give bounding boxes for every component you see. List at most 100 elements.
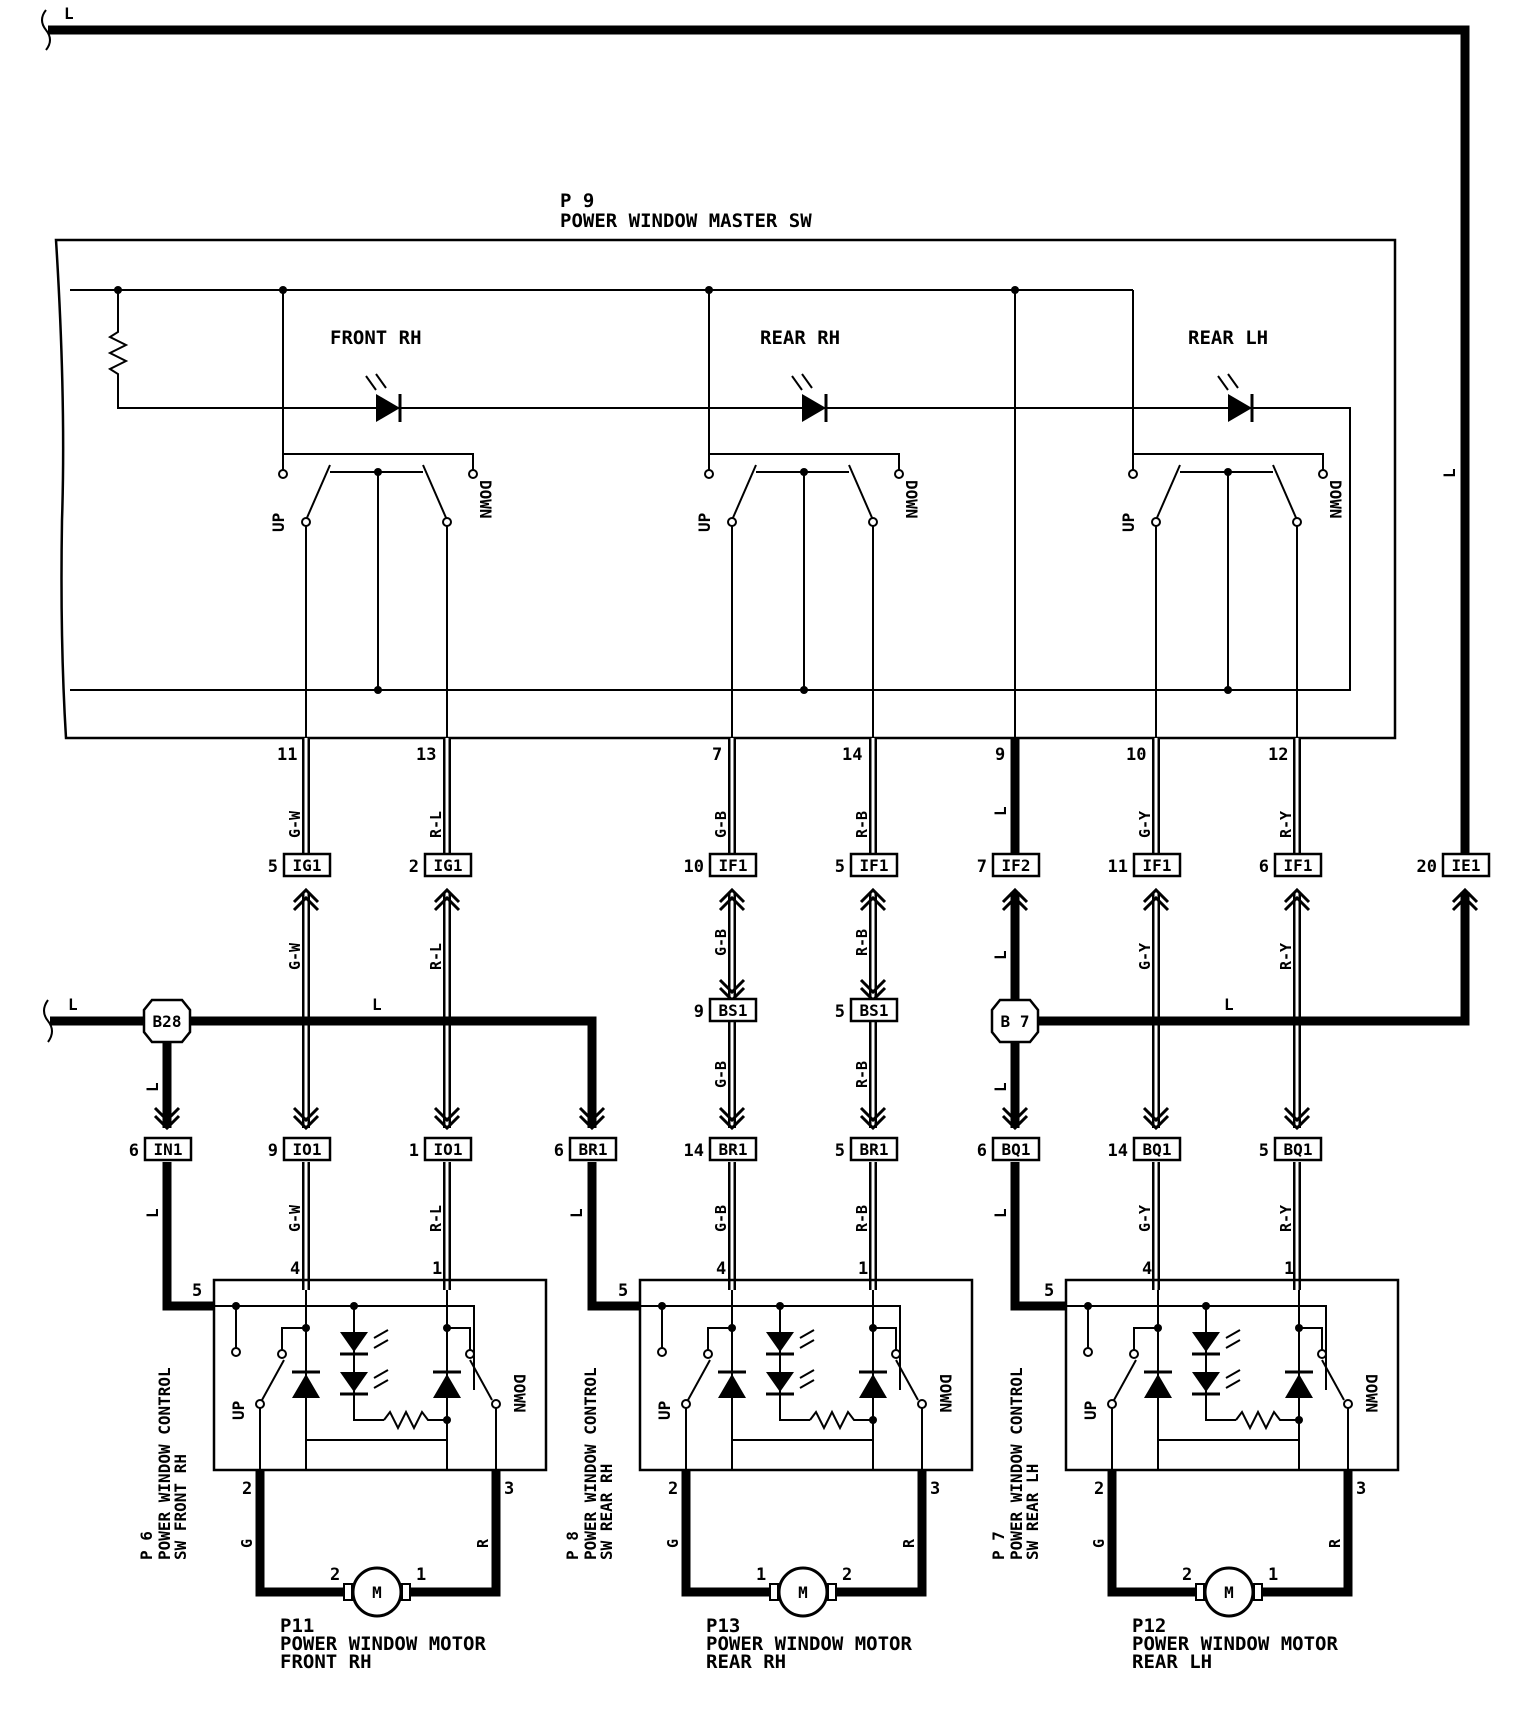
- svg-text:2: 2: [1094, 1479, 1104, 1499]
- connector: BR1 5: [835, 1136, 899, 1162]
- svg-text:G-B: G-B: [712, 811, 730, 838]
- connector: BQ1 6: [977, 1136, 1041, 1162]
- diode-icon: [718, 1374, 746, 1398]
- svg-text:20: 20: [1417, 857, 1437, 877]
- svg-text:R-Y: R-Y: [1277, 811, 1295, 838]
- junction-b28: B28: [142, 998, 192, 1044]
- svg-text:P 8: P 8: [563, 1531, 582, 1560]
- svg-text:BR1: BR1: [860, 1140, 889, 1159]
- connector: IF1 11: [1108, 852, 1182, 878]
- svg-text:10: 10: [684, 857, 704, 877]
- svg-text:IN1: IN1: [154, 1140, 183, 1159]
- section-label-front-rh: FRONT RH: [330, 327, 422, 349]
- signal-wires: G-W G-W G-W R-L R-L R-L G-B G-B G-B G-B …: [153, 738, 1479, 1290]
- svg-text:2: 2: [668, 1479, 678, 1499]
- svg-text:R-B: R-B: [853, 811, 871, 838]
- master-switch-front-rh: UP DOWN: [269, 453, 495, 694]
- svg-text:3: 3: [504, 1479, 514, 1499]
- led-icon: [365, 373, 402, 422]
- svg-text:1: 1: [1268, 1565, 1278, 1585]
- svg-text:R-B: R-B: [853, 1205, 871, 1232]
- svg-text:5: 5: [192, 1281, 202, 1301]
- motor-icon: [1203, 1566, 1255, 1618]
- svg-text:G-Y: G-Y: [1136, 811, 1154, 838]
- svg-text:UP: UP: [229, 1401, 248, 1420]
- connector-row-3: IN1 6 IO1 9 IO1 1 BR1 6 BR1 14 BR1 5: [129, 1136, 1323, 1162]
- svg-text:12: 12: [1268, 745, 1288, 765]
- connector: BS1 9: [694, 997, 758, 1023]
- motor-icon: [351, 1566, 403, 1618]
- diode-icon: [1144, 1374, 1172, 1398]
- svg-text:IE1: IE1: [1452, 856, 1481, 875]
- svg-text:M: M: [1224, 1583, 1234, 1602]
- svg-text:IF2: IF2: [1002, 856, 1031, 875]
- svg-text:IF1: IF1: [860, 856, 889, 875]
- svg-text:G: G: [664, 1539, 682, 1548]
- svg-text:1: 1: [416, 1565, 426, 1585]
- svg-text:R-L: R-L: [427, 943, 445, 970]
- svg-text:9: 9: [268, 1141, 278, 1161]
- led-icon: [1192, 1372, 1220, 1392]
- svg-text:5: 5: [835, 857, 845, 877]
- svg-text:L: L: [64, 4, 74, 23]
- connector: BS1 5: [835, 997, 899, 1023]
- svg-text:2: 2: [409, 857, 419, 877]
- led-icon: [1192, 1332, 1220, 1352]
- connector: BR1 6: [554, 1136, 618, 1162]
- svg-text:DOWN: DOWN: [476, 480, 495, 519]
- svg-text:G: G: [238, 1539, 256, 1548]
- svg-text:3: 3: [1356, 1479, 1366, 1499]
- svg-text:BQ1: BQ1: [1002, 1140, 1031, 1159]
- svg-text:R-L: R-L: [427, 1205, 445, 1232]
- svg-text:11: 11: [1108, 857, 1128, 877]
- svg-text:G-Y: G-Y: [1136, 1205, 1154, 1232]
- svg-text:L: L: [991, 806, 1010, 816]
- svg-text:1: 1: [1284, 1259, 1294, 1279]
- svg-text:5: 5: [1044, 1281, 1054, 1301]
- connector: IF1 6: [1259, 852, 1323, 878]
- svg-text:IO1: IO1: [434, 1140, 463, 1159]
- led-icon: [766, 1372, 794, 1392]
- svg-text:G-W: G-W: [286, 810, 304, 838]
- svg-text:5: 5: [1259, 1141, 1269, 1161]
- connector: IF1 10: [684, 852, 758, 878]
- svg-text:P 7: P 7: [989, 1531, 1008, 1560]
- led-icon: [340, 1372, 368, 1392]
- svg-text:14: 14: [684, 1141, 704, 1161]
- svg-text:R-B: R-B: [853, 929, 871, 956]
- led-icon: [1217, 373, 1254, 422]
- svg-text:5: 5: [835, 1141, 845, 1161]
- junction-b7: B 7: [990, 998, 1040, 1044]
- svg-text:IF1: IF1: [1143, 856, 1172, 875]
- svg-text:G-B: G-B: [712, 1205, 730, 1232]
- svg-text:UP: UP: [269, 513, 288, 532]
- svg-text:P11: P11: [280, 1615, 314, 1637]
- connector: IF1 5: [835, 852, 899, 878]
- top-feed-wire: L L: [41, 4, 1470, 862]
- master-switch-rear-rh: UP DOWN: [695, 453, 921, 694]
- connector: IO1 1: [409, 1136, 473, 1162]
- svg-text:13: 13: [416, 745, 436, 765]
- svg-text:2: 2: [1182, 1565, 1192, 1585]
- connector: BR1 14: [684, 1136, 758, 1162]
- svg-text:R-B: R-B: [853, 1061, 871, 1088]
- svg-text:2: 2: [330, 1565, 340, 1585]
- svg-text:BS1: BS1: [719, 1001, 748, 1020]
- svg-text:L: L: [372, 995, 382, 1014]
- svg-text:DOWN: DOWN: [1362, 1374, 1381, 1413]
- svg-text:DOWN: DOWN: [936, 1374, 955, 1413]
- diode-icon: [1285, 1374, 1313, 1398]
- diode-icon: [433, 1374, 461, 1398]
- svg-text:BQ1: BQ1: [1143, 1140, 1172, 1159]
- svg-text:L: L: [991, 1082, 1010, 1092]
- connector: IF2 7: [977, 852, 1041, 878]
- svg-text:1: 1: [756, 1565, 766, 1585]
- svg-text:POWER WINDOW CONTROL: POWER WINDOW CONTROL: [581, 1367, 600, 1560]
- diode-icon: [292, 1374, 320, 1398]
- connector: IO1 9: [268, 1136, 332, 1162]
- svg-text:L: L: [1224, 995, 1234, 1014]
- svg-text:L: L: [143, 1208, 162, 1218]
- svg-text:7: 7: [977, 857, 987, 877]
- led-icon: [340, 1332, 368, 1352]
